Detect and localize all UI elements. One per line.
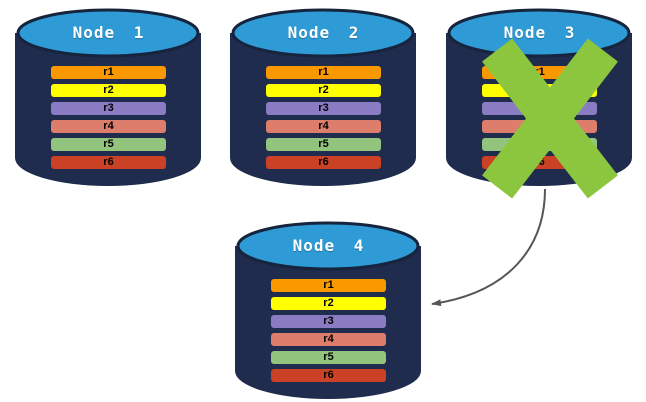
record-bar-r4: r4 xyxy=(482,120,597,133)
record-bar-r5: r5 xyxy=(266,138,381,151)
record-bar-r6: r6 xyxy=(271,369,386,382)
record-bar-r2: r2 xyxy=(266,84,381,97)
record-bar-r3: r3 xyxy=(266,102,381,115)
record-bar-r6: r6 xyxy=(266,156,381,169)
record-bar-r4: r4 xyxy=(271,333,386,346)
record-bar-r5: r5 xyxy=(51,138,166,151)
node-1-cylinder: Node 1 r1 r2 r3 r4 r5 r6 xyxy=(12,8,205,192)
node-3-cylinder: Node 3 r1 r2 r3 r4 r5 r6 xyxy=(443,8,636,192)
record-bar-r2: r2 xyxy=(271,297,386,310)
record-bar-r1: r1 xyxy=(271,279,386,292)
failover-arrow xyxy=(431,188,546,307)
record-bar-r5: r5 xyxy=(482,138,597,151)
record-bar-r1: r1 xyxy=(51,66,166,79)
node-title: Node 3 xyxy=(503,23,576,42)
node-4-cylinder: Node 4 r1 r2 r3 r4 r5 r6 xyxy=(232,221,425,402)
record-bar-r6: r6 xyxy=(482,156,597,169)
record-bar-r1: r1 xyxy=(266,66,381,79)
node-title: Node 4 xyxy=(292,236,365,255)
record-bar-r3: r3 xyxy=(271,315,386,328)
record-bar-r3: r3 xyxy=(51,102,166,115)
node-title: Node 2 xyxy=(287,23,360,42)
record-bar-r1: r1 xyxy=(482,66,597,79)
record-bar-r6: r6 xyxy=(51,156,166,169)
record-bar-r2: r2 xyxy=(482,84,597,97)
node-2-cylinder: Node 2 r1 r2 r3 r4 r5 r6 xyxy=(227,8,420,192)
record-bar-r4: r4 xyxy=(51,120,166,133)
node-title: Node 1 xyxy=(72,23,145,42)
record-bar-r3: r3 xyxy=(482,102,597,115)
record-bar-r2: r2 xyxy=(51,84,166,97)
record-bar-r4: r4 xyxy=(266,120,381,133)
record-bar-r5: r5 xyxy=(271,351,386,364)
